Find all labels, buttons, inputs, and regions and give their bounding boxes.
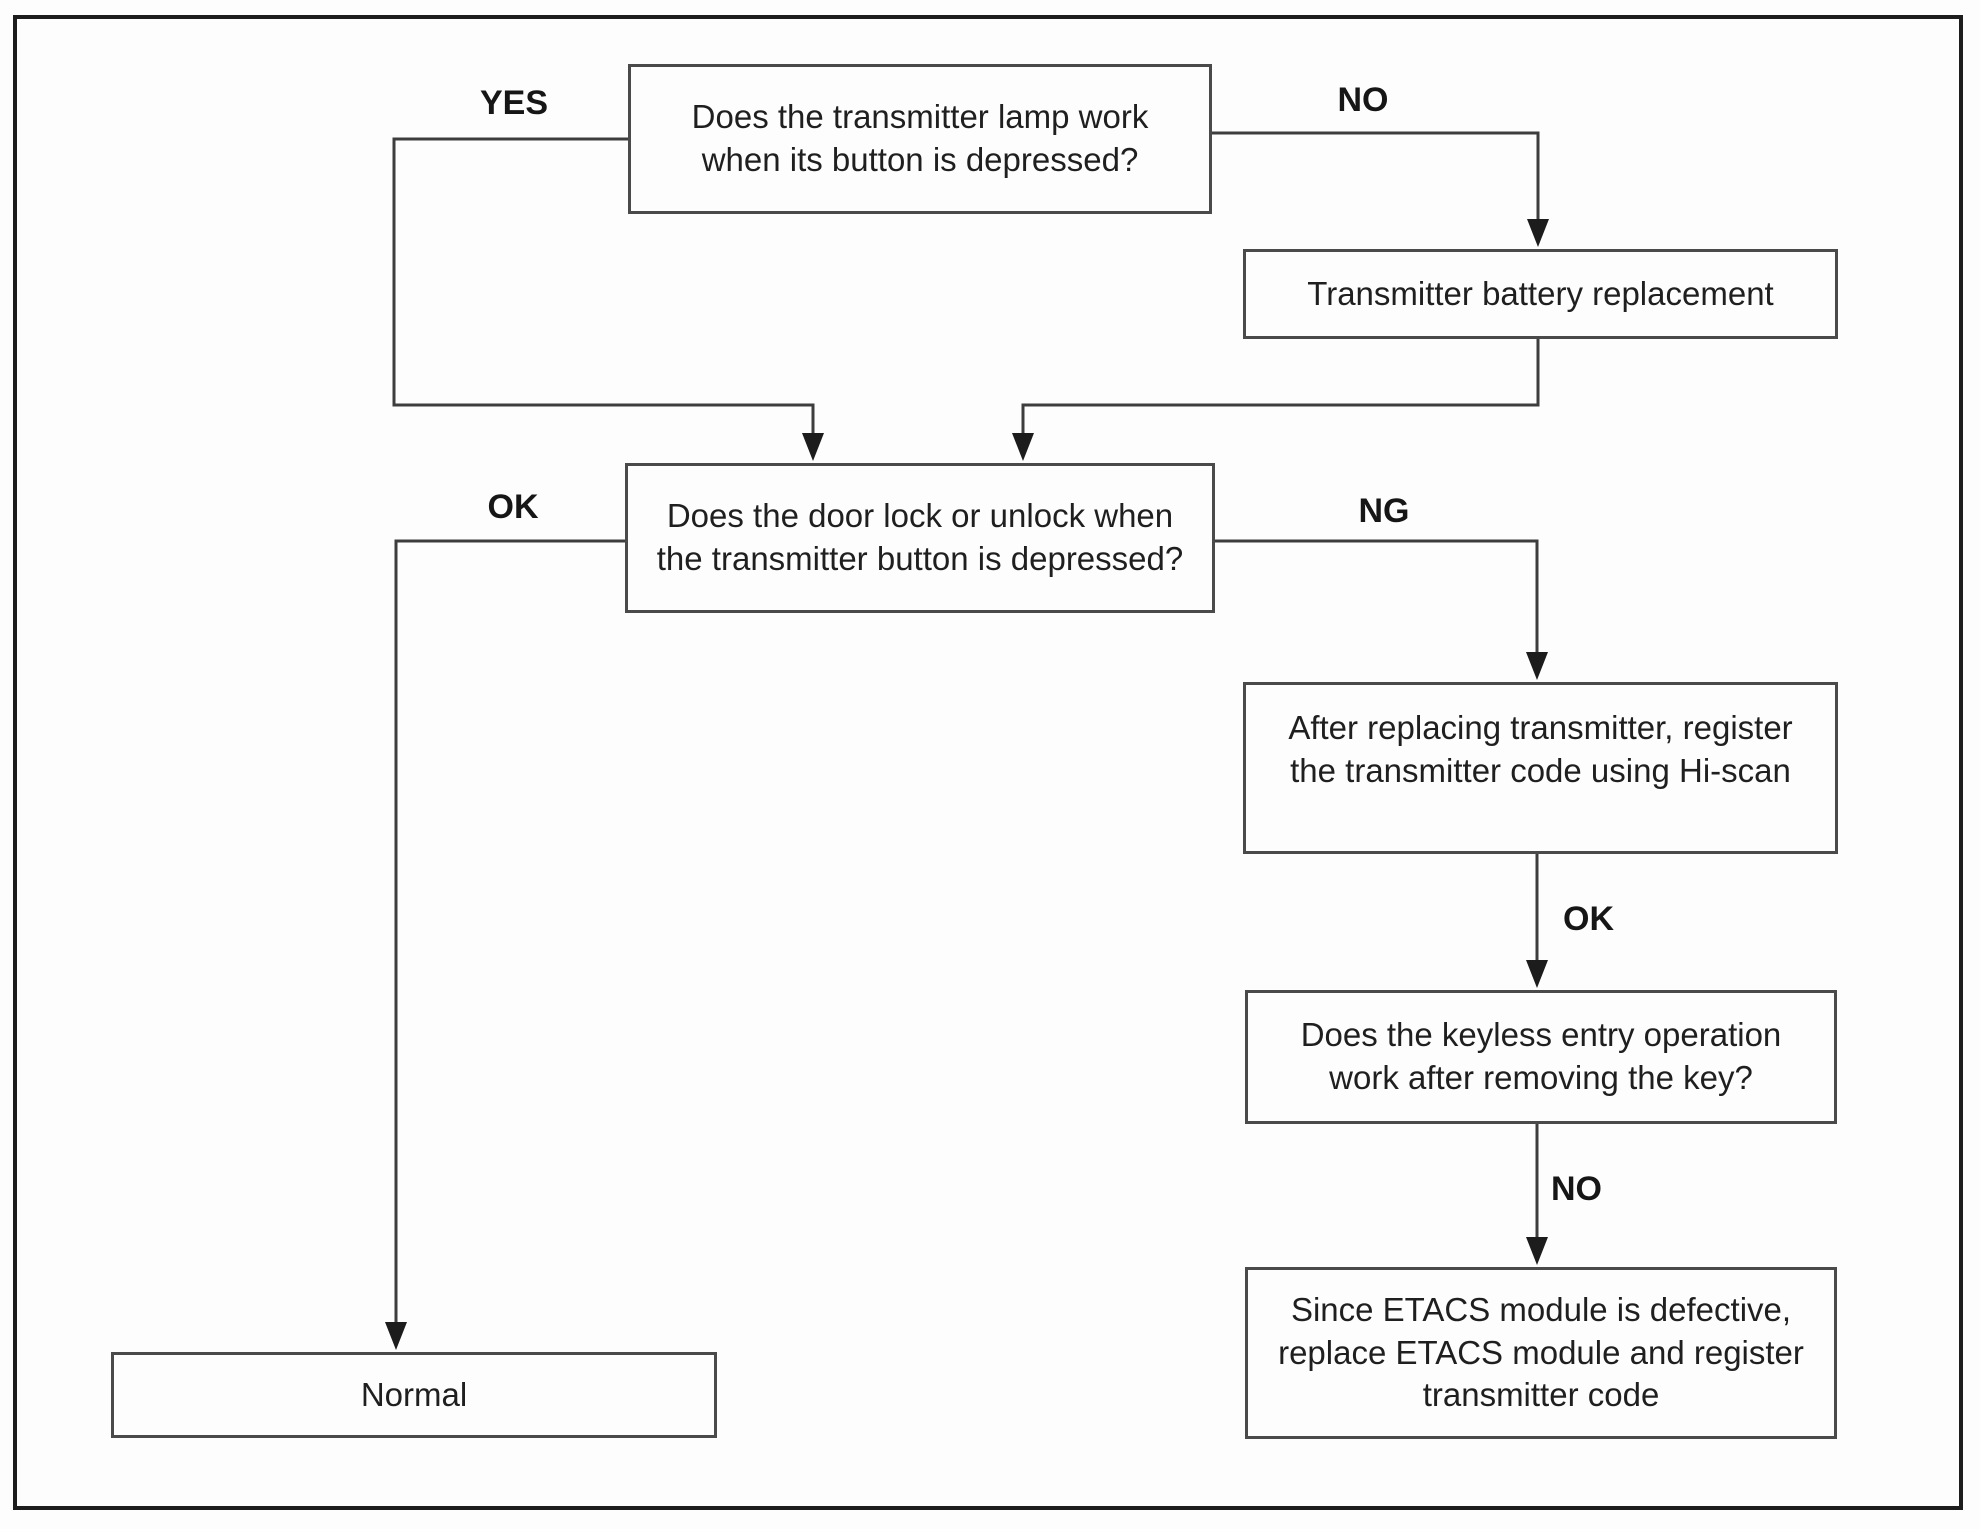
node-door-lock-check-text: Does the door lock or unlock when the tr…: [656, 497, 1184, 577]
node-keyless-entry-check-text: Does the keyless entry operation work af…: [1300, 1016, 1782, 1096]
node-battery-replacement-text: Transmitter battery replacement: [1307, 274, 1774, 312]
node-etacs-module-replace-text: Since ETACS module is defective, replace…: [1278, 1290, 1804, 1414]
diagram-border: [13, 15, 1963, 1510]
node-register-transmitter-code-text: After replacing transmitter, register th…: [1288, 709, 1793, 789]
node-register-transmitter-code: After replacing transmitter, register th…: [1243, 682, 1838, 854]
edge-label-no-right: NO: [1551, 1170, 1602, 1208]
node-door-lock-check: Does the door lock or unlock when the tr…: [625, 463, 1215, 613]
edge-label-no-top: NO: [1337, 81, 1389, 119]
node-normal-result: Normal: [111, 1352, 717, 1438]
node-transmitter-lamp-check-text: Does the transmitter lamp work when its …: [691, 98, 1149, 178]
node-transmitter-lamp-check: Does the transmitter lamp work when its …: [628, 64, 1212, 214]
edge-label-yes: YES: [479, 84, 549, 122]
edge-label-ok-left: OK: [487, 488, 539, 526]
node-battery-replacement: Transmitter battery replacement: [1243, 249, 1838, 339]
edge-label-ok-right: OK: [1563, 900, 1614, 938]
node-etacs-module-replace: Since ETACS module is defective, replace…: [1245, 1267, 1837, 1439]
edge-label-ng: NG: [1358, 492, 1410, 530]
node-keyless-entry-check: Does the keyless entry operation work af…: [1245, 990, 1837, 1124]
node-normal-result-text: Normal: [360, 1375, 468, 1413]
